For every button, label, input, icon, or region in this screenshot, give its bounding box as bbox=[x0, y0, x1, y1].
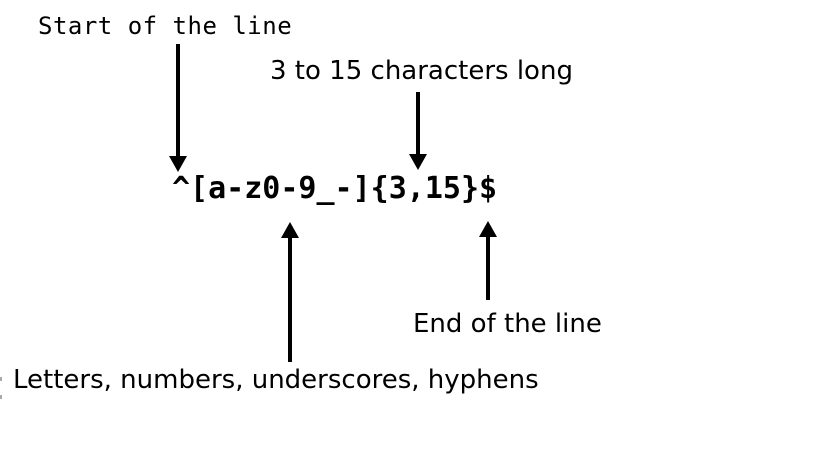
arrow-shaft bbox=[416, 92, 420, 158]
arrow-shaft bbox=[288, 234, 292, 362]
arrow-head bbox=[169, 156, 187, 172]
charset-up-arrow-icon bbox=[281, 222, 299, 362]
end-of-line-up-arrow-icon bbox=[479, 221, 497, 300]
start-of-line-down-arrow-icon bbox=[169, 44, 187, 172]
end-of-line-label: End of the line bbox=[413, 309, 602, 339]
charset-label: Letters, numbers, underscores, hyphens bbox=[13, 365, 539, 395]
arrow-head bbox=[409, 154, 427, 170]
clipped-edge-artifact bbox=[0, 377, 2, 381]
start-of-line-label: Start of the line bbox=[38, 12, 293, 40]
arrow-shaft bbox=[176, 44, 180, 160]
arrow-shaft bbox=[486, 233, 490, 300]
length-label: 3 to 15 characters long bbox=[270, 56, 573, 86]
arrow-head bbox=[479, 221, 497, 237]
arrow-head bbox=[281, 222, 299, 238]
clipped-edge-artifact bbox=[0, 395, 2, 399]
regex-pattern-text: ^[a-z0-9_-]{3,15}$ bbox=[172, 171, 498, 206]
length-down-arrow-icon bbox=[409, 92, 427, 170]
